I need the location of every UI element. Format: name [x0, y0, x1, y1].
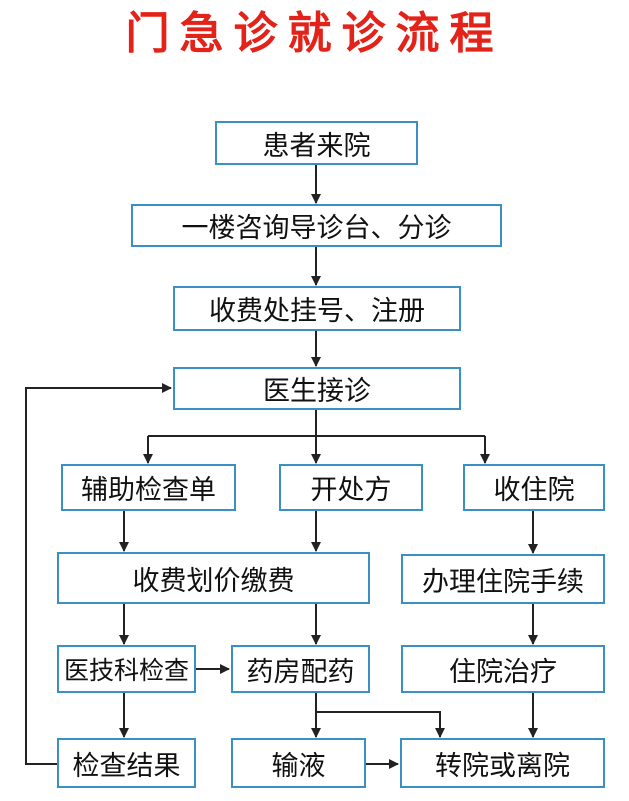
node-payment: 收费划价缴费	[57, 552, 370, 604]
node-inpatient-treatment: 住院治疗	[401, 645, 605, 693]
node-doctor-consult: 医生接诊	[173, 367, 461, 410]
node-registration: 收费处挂号、注册	[173, 286, 461, 331]
node-patient-arrives: 患者来院	[215, 121, 418, 165]
node-admit: 收住院	[463, 464, 605, 511]
node-admission-procedure: 办理住院手续	[401, 554, 605, 604]
node-pharmacy: 药房配药	[231, 645, 370, 693]
arrow-pharmacy-to-transfer	[316, 711, 445, 738]
node-guide-triage-desk: 一楼咨询导诊台、分诊	[131, 204, 502, 247]
arrow-result-to-consult	[25, 383, 172, 765]
node-med-tech-exam: 医技科检查	[57, 645, 196, 693]
node-exam-result: 检查结果	[57, 738, 196, 788]
node-aux-exam-order: 辅助检查单	[61, 464, 236, 511]
node-transfer-or-discharge: 转院或离院	[400, 738, 605, 788]
page-title: 门急诊就诊流程	[125, 8, 504, 59]
node-prescribe: 开处方	[279, 464, 423, 511]
node-infusion: 输液	[231, 738, 366, 788]
